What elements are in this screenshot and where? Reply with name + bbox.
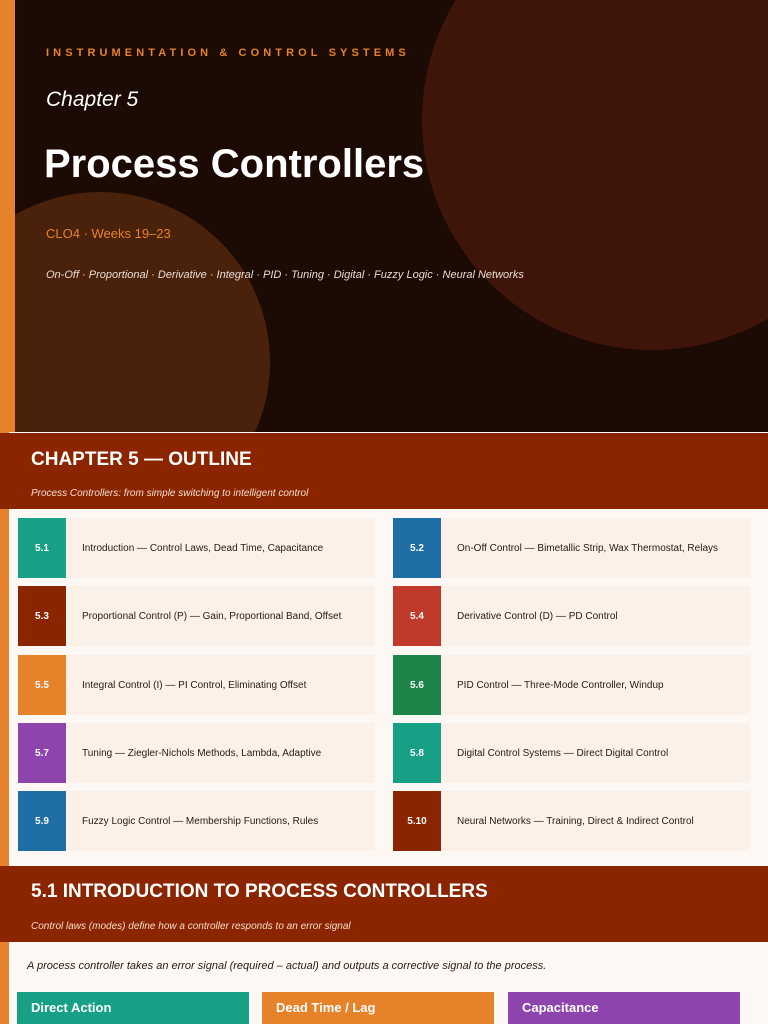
intro-banner: 5.1 INTRODUCTION TO PROCESS CONTROLLERS … [0, 866, 768, 942]
intro-title: 5.1 INTRODUCTION TO PROCESS CONTROLLERS [31, 881, 488, 902]
outline-item-5-4[interactable]: 5.4 Derivative Control (D) — PD Control [393, 586, 750, 646]
outline-title: CHAPTER 5 — OUTLINE [31, 449, 252, 470]
section-title: Neural Networks — Training, Direct & Ind… [457, 815, 694, 827]
section-title: On-Off Control — Bimetallic Strip, Wax T… [457, 542, 719, 554]
outline-item-5-1[interactable]: 5.1 Introduction — Control Laws, Dead Ti… [18, 518, 375, 578]
concept-label: Capacitance [522, 1000, 599, 1015]
section-title: Digital Control Systems — Direct Digital… [457, 747, 669, 759]
section-number: 5.5 [18, 655, 66, 715]
section-number: 5.7 [18, 723, 66, 783]
page-accent-stripe [0, 432, 9, 1024]
outline-banner: CHAPTER 5 — OUTLINE Process Controllers:… [0, 433, 768, 509]
section-title: PID Control — Three-Mode Controller, Win… [457, 679, 664, 691]
outline-item-5-2[interactable]: 5.2 On-Off Control — Bimetallic Strip, W… [393, 518, 750, 578]
outline-grid: 5.1 Introduction — Control Laws, Dead Ti… [9, 509, 768, 866]
concept-card-direct-action: Direct Action [17, 992, 249, 1024]
chapter-hero: INSTRUMENTATION & CONTROL SYSTEMS Chapte… [0, 0, 768, 432]
outline-item-5-5[interactable]: 5.5 Integral Control (I) — PI Control, E… [18, 655, 375, 715]
section-number: 5.3 [18, 586, 66, 646]
section-number: 5.2 [393, 518, 441, 578]
section-number: 5.10 [393, 791, 441, 851]
outline-item-5-6[interactable]: 5.6 PID Control — Three-Mode Controller,… [393, 655, 750, 715]
outline-subtitle: Process Controllers: from simple switchi… [31, 488, 309, 499]
outline-item-5-10[interactable]: 5.10 Neural Networks — Training, Direct … [393, 791, 750, 851]
concept-card-dead-time: Dead Time / Lag [262, 992, 494, 1024]
chapter-meta: CLO4 · Weeks 19–23 [46, 226, 171, 241]
outline-item-5-7[interactable]: 5.7 Tuning — Ziegler-Nichols Methods, La… [18, 723, 375, 783]
section-number: 5.4 [393, 586, 441, 646]
section-title: Integral Control (I) — PI Control, Elimi… [82, 679, 307, 691]
section-number: 5.9 [18, 791, 66, 851]
concept-card-capacitance: Capacitance [508, 992, 740, 1024]
intro-subtitle: Control laws (modes) define how a contro… [31, 921, 351, 932]
section-number: 5.1 [18, 518, 66, 578]
outline-item-5-9[interactable]: 5.9 Fuzzy Logic Control — Membership Fun… [18, 791, 375, 851]
section-title: Tuning — Ziegler-Nichols Methods, Lambda… [82, 747, 322, 759]
intro-paragraph: A process controller takes an error sign… [27, 960, 547, 972]
chapter-topics: On-Off · Proportional · Derivative · Int… [46, 269, 524, 281]
concept-label: Direct Action [31, 1000, 112, 1015]
chapter-title: Process Controllers [44, 142, 425, 186]
outline-item-5-8[interactable]: 5.8 Digital Control Systems — Direct Dig… [393, 723, 750, 783]
section-title: Introduction — Control Laws, Dead Time, … [82, 542, 324, 554]
section-title: Proportional Control (P) — Gain, Proport… [82, 610, 342, 622]
section-number: 5.6 [393, 655, 441, 715]
section-title: Fuzzy Logic Control — Membership Functio… [82, 815, 319, 827]
decorative-circle-large [422, 0, 768, 350]
course-kicker: INSTRUMENTATION & CONTROL SYSTEMS [46, 47, 410, 59]
chapter-label: Chapter 5 [46, 88, 139, 111]
outline-item-5-3[interactable]: 5.3 Proportional Control (P) — Gain, Pro… [18, 586, 375, 646]
concept-label: Dead Time / Lag [276, 1000, 376, 1015]
hero-accent-stripe [0, 0, 15, 432]
section-title: Derivative Control (D) — PD Control [457, 610, 618, 622]
section-number: 5.8 [393, 723, 441, 783]
